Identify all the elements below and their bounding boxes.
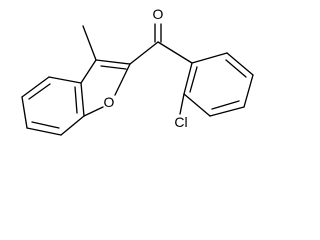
chlorine-label: Cl — [174, 114, 187, 130]
benzo-bond-6 — [80, 82, 85, 117]
chlorine-bond — [179, 93, 185, 115]
furan-bond-o-c7a — [83, 106, 104, 117]
benzo-bond-4-double — [31, 121, 60, 129]
phenyl-bond-5 — [183, 93, 211, 117]
furan-oxygen-label: O — [104, 94, 115, 110]
phenyl-bond-2-double — [225, 59, 247, 78]
phenyl-bond-4-double — [211, 100, 240, 110]
furan-bond-c3-c2-double — [100, 65, 127, 70]
carbonyl-oxygen-label: O — [153, 6, 164, 22]
benzo-bond-4 — [26, 127, 62, 136]
benzo-bond-6-double — [74, 86, 78, 114]
phenyl-bond-3 — [243, 74, 254, 108]
carbonyl-bond-right — [157, 41, 193, 64]
phenyl-bond-6-double — [189, 66, 198, 93]
phenyl-bond-6 — [183, 62, 193, 95]
phenyl-bond-4 — [209, 106, 245, 117]
furan-bond-c2-o — [114, 63, 131, 96]
carbonyl-bond-left — [129, 41, 159, 65]
benzo-bond-2-double — [28, 83, 51, 100]
furan-bond-c3-c3a — [80, 59, 97, 84]
phenyl-bond-1 — [191, 52, 228, 64]
benzo-bond-2 — [21, 76, 50, 98]
methyl-bond — [82, 25, 97, 61]
phenyl-bond-2 — [226, 52, 254, 76]
furan-bond-c3-c2 — [95, 59, 131, 65]
molecule-structure: O O Cl — [21, 6, 254, 136]
benzo-bond-5 — [60, 115, 85, 136]
benzo-bond-1 — [48, 76, 82, 84]
benzo-bond-3 — [21, 96, 28, 129]
